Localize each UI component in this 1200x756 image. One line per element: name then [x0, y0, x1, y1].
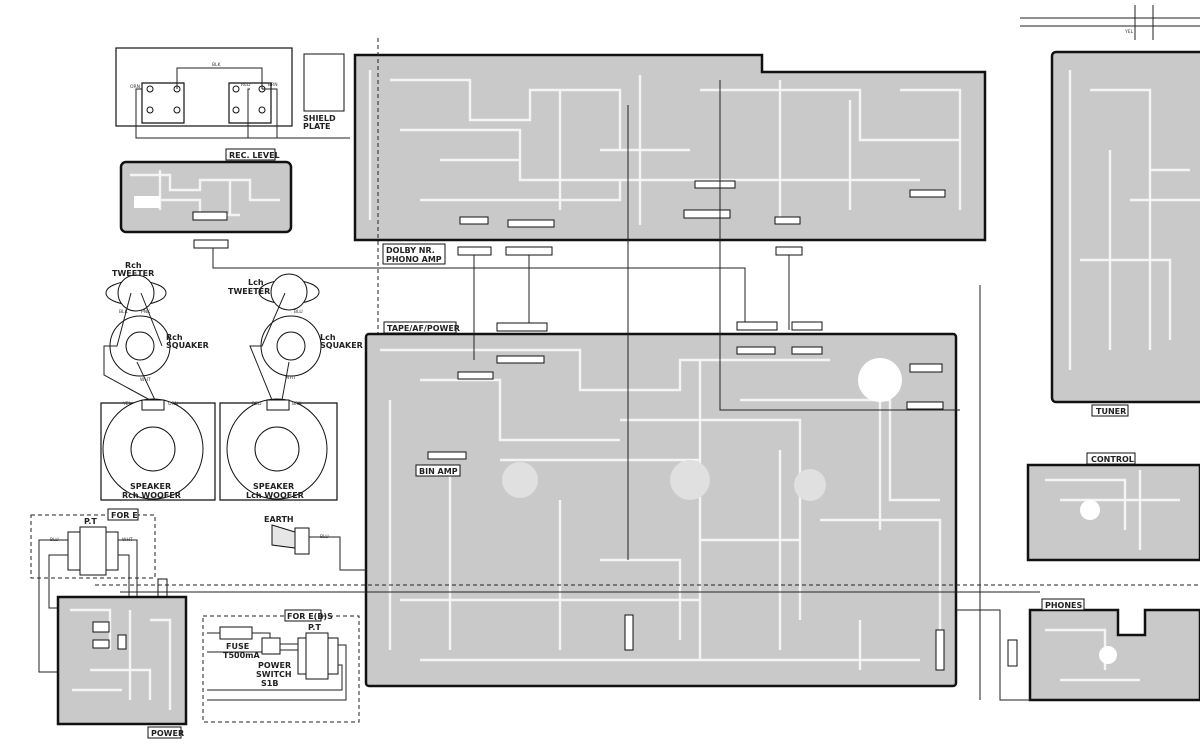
wire-label-blk: BLK [212, 62, 222, 68]
switch-label: POWER [258, 661, 291, 670]
lch-squaker: Lch SQUAKER [260, 315, 363, 377]
rch-squaker-label-2: SQUAKER [166, 341, 209, 350]
board-phones: PHONES [956, 285, 1200, 702]
wire-label: YEL [122, 401, 132, 407]
rch-squaker-label: Rch [166, 333, 183, 342]
board-power: POWER [56, 584, 1200, 739]
earth-label: EARTH [264, 515, 294, 524]
for-e-section: FOR E P.T BLU WHT [30, 508, 168, 673]
tuner-label: TUNER [1096, 407, 1126, 416]
power-label: POWER [151, 729, 184, 738]
lch-woofer-label-2: Lch WOOFER [246, 491, 304, 500]
wire-label: WHT [285, 375, 296, 381]
shield-label: SHIELD [303, 114, 336, 123]
lch-woofer-label: SPEAKER [253, 482, 294, 491]
wire-label-yel: YEL [1124, 29, 1134, 35]
for-ebs-section: FOR E(B)S FUSE T500mA POWER SWITCH S1B P… [202, 609, 360, 723]
pt-label-2: P.T [308, 623, 321, 632]
board-tuner: TUNER YEL [1020, 5, 1200, 417]
tape-af-power-label: TAPE/AF/POWER [387, 324, 460, 333]
shield-plate: SHIELD PLATE [303, 53, 345, 131]
phones-label: PHONES [1045, 601, 1083, 610]
rch-woofer-label: SPEAKER [130, 482, 171, 491]
dolby-label: DOLBY NR. [386, 246, 435, 255]
speakers: Rch TWEETER BLK PNK Rch SQUAKER Lch TWEE… [100, 261, 363, 501]
wire-label: RED [252, 401, 262, 407]
shield-label-2: PLATE [303, 122, 330, 131]
lch-squaker-label: Lch [320, 333, 336, 342]
rch-squaker: Rch SQUAKER [109, 315, 209, 377]
lch-tweeter-label-2: TWEETER [228, 287, 270, 296]
wire-label: ORN [168, 401, 178, 407]
bin-amp-label: BIN AMP [419, 467, 458, 476]
for-ebs-label: FOR E(B)S [287, 612, 333, 621]
control-label: CONTROL [1091, 455, 1134, 464]
wire-label: WHT [140, 377, 151, 383]
phono-amp-label: PHONO AMP [386, 255, 442, 264]
wire-label-brn: BRN [268, 82, 278, 88]
pt-label: P.T [84, 517, 97, 526]
board-tape-af-power: TAPE/AF/POWER BIN AMP [364, 80, 960, 688]
wire-label-red: RED [241, 82, 251, 88]
lch-squaker-label-2: SQUAKER [320, 341, 363, 350]
wire-label: BRN [292, 401, 302, 407]
lch-tweeter: Lch TWEETER BLU [228, 273, 320, 315]
for-e-label: FOR E [111, 511, 138, 520]
rec-level-label: REC. LEVEL [229, 151, 280, 160]
switch-label-2: SWITCH [256, 670, 292, 679]
fuse-label: FUSE [226, 642, 249, 651]
wire-label: BLU [294, 309, 303, 315]
rch-tweeter: Rch TWEETER BLK PNK [105, 261, 167, 315]
board-dolby-nr-phono-amp: DOLBY NR. PHONO AMP [353, 38, 987, 560]
earth-terminal: EARTH BLU [264, 515, 366, 571]
switch-label-3: S1B [261, 679, 278, 688]
rch-woofer-label-2: Rch WOOFER [122, 491, 181, 500]
rch-tweeter-label: Rch [125, 261, 142, 270]
wire-label: PNK [141, 309, 151, 315]
board-control: CONTROL [1026, 452, 1200, 562]
board-rec-level: REC. LEVEL [119, 148, 746, 330]
speaker-terminal-panel: BLK ORN RED BRN [115, 47, 350, 139]
rch-tweeter-label-2: TWEETER [112, 269, 154, 278]
wire-label-orn: ORN [130, 84, 140, 90]
wire-label: BLK [119, 309, 129, 315]
lch-tweeter-label: Lch [248, 278, 264, 287]
fuse-rating-label: T500mA [223, 651, 260, 660]
